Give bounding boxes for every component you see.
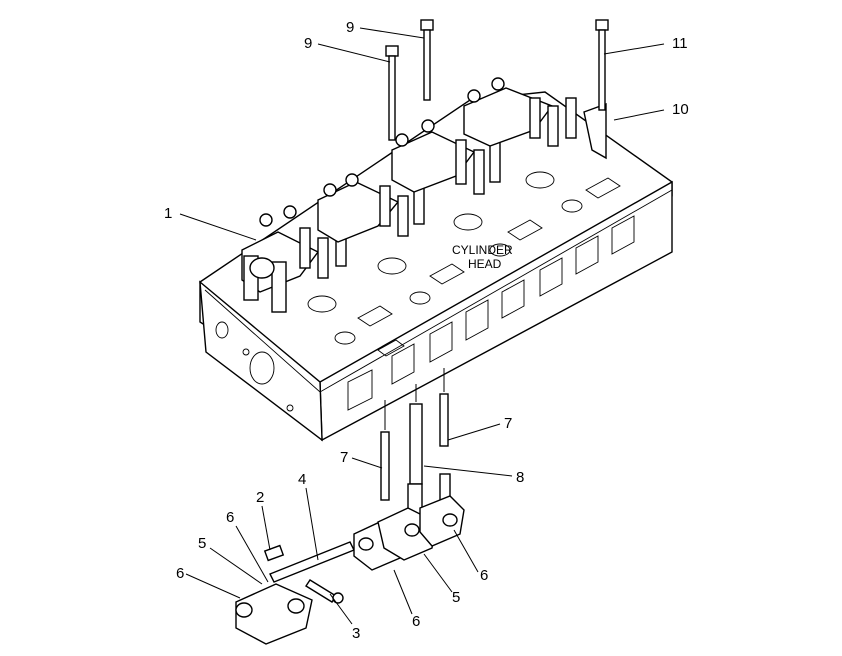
callout-11: 11	[672, 35, 688, 52]
callout-1: 1	[164, 205, 172, 222]
callout-6-upper-left: 6	[226, 509, 234, 526]
rocker-assembly-3	[391, 119, 501, 195]
callout-8: 8	[516, 469, 524, 486]
callout-6-bottom: 6	[412, 613, 420, 630]
bolt-left	[385, 45, 399, 141]
leader-lines	[179, 27, 665, 625]
bolts	[385, 19, 609, 141]
rocker-arm-assemblies	[241, 77, 607, 313]
callout-6-right: 6	[480, 567, 488, 584]
rocker-assembly-1	[241, 205, 347, 313]
callout-4: 4	[298, 471, 306, 488]
callout-6-lower-left: 6	[176, 565, 184, 582]
pushrods	[380, 368, 451, 515]
end-face-ports	[215, 321, 294, 412]
callout-2: 2	[256, 489, 264, 506]
callout-7-left: 7	[340, 449, 348, 466]
side-ports	[347, 215, 635, 411]
callout-3: 3	[352, 625, 360, 642]
rocker-assembly-4	[463, 77, 577, 147]
callout-5-left: 5	[198, 535, 206, 552]
cylinder-head-label-line2: HEAD	[468, 257, 502, 271]
callout-10: 10	[672, 101, 689, 118]
cylinder-head	[199, 91, 673, 442]
callout-5-right: 5	[452, 589, 460, 606]
bolt-middle	[420, 19, 434, 101]
lifter-assembly	[235, 495, 465, 645]
cylinder-head-label-line1: CYLINDER	[452, 243, 513, 257]
rocker-assembly-2	[317, 173, 425, 243]
bolt-right	[595, 19, 609, 111]
callout-9-left: 9	[304, 35, 312, 52]
top-face-holes	[307, 171, 621, 357]
callout-9-top: 9	[346, 19, 354, 36]
callout-7-right: 7	[504, 415, 512, 432]
